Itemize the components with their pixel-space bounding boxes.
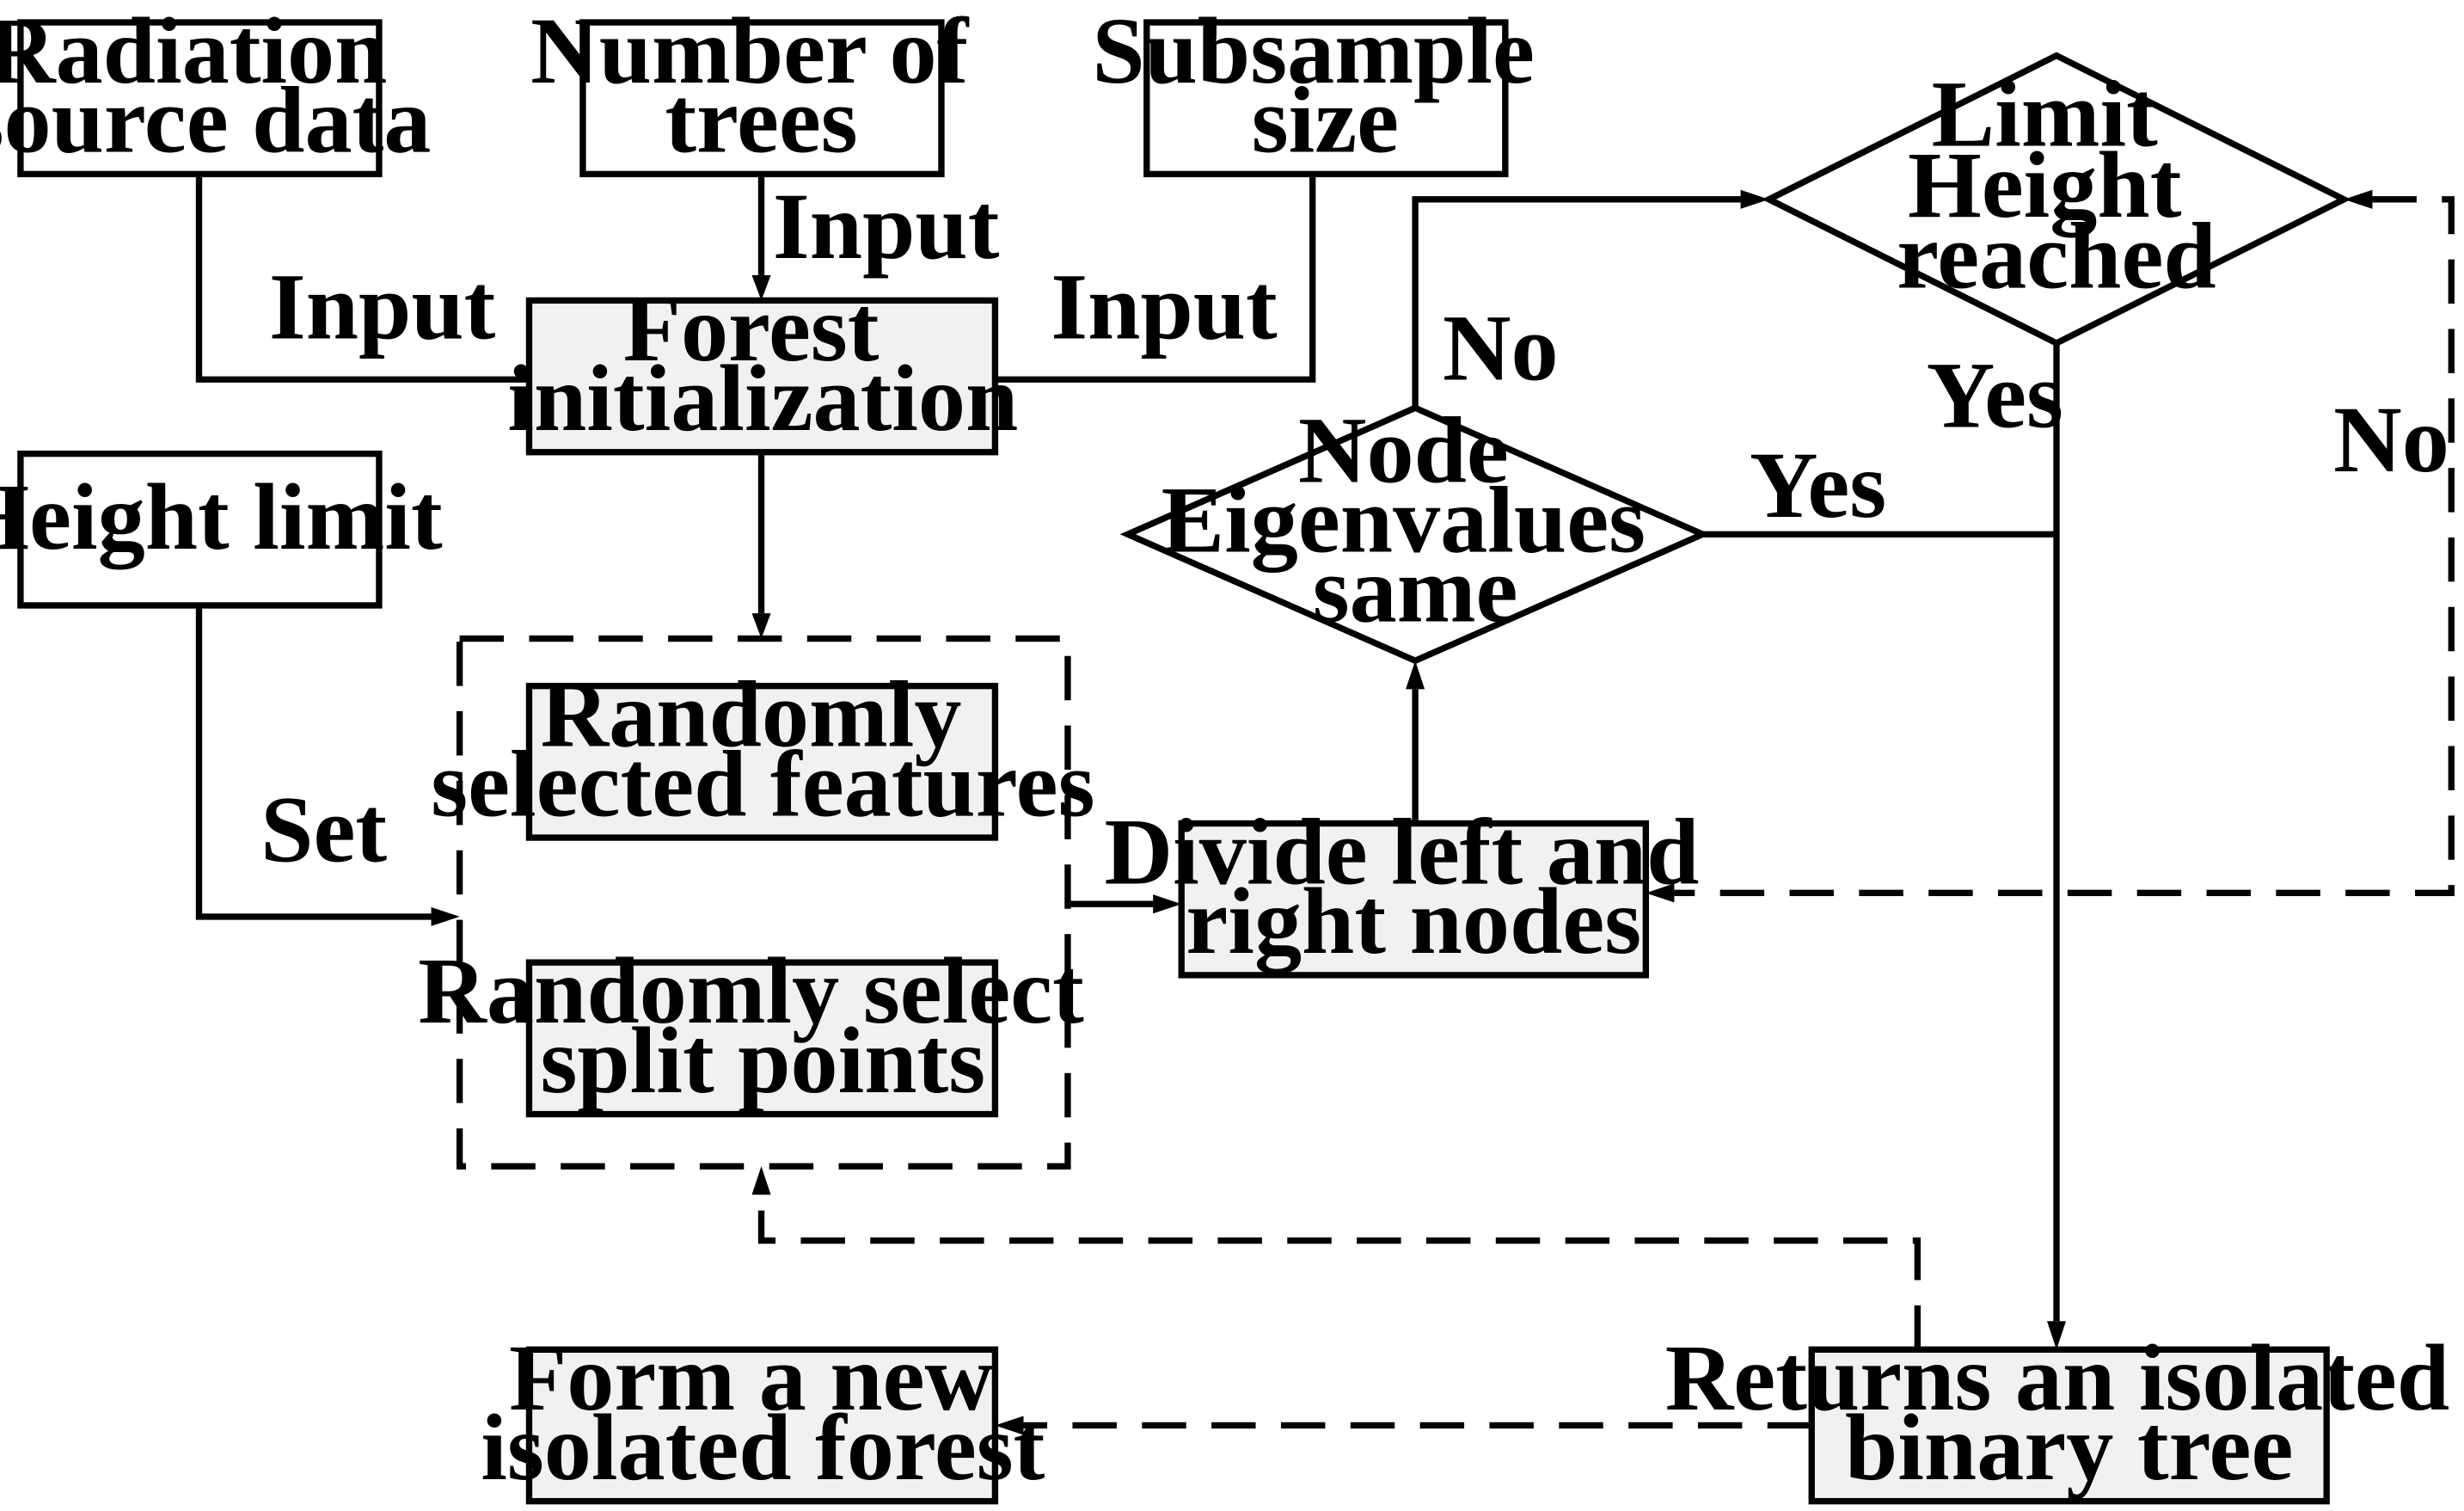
- edge-height-to-group: [195, 605, 432, 920]
- arrowhead-group-to-divide: [1153, 894, 1182, 914]
- svg-text:Randomly select split po: Randomly select split points: [418, 938, 1107, 1113]
- node-randomly-selected-features-line-1: Randomly: [541, 661, 962, 766]
- label-input-radiation: Input: [269, 254, 496, 359]
- node-number-of-trees: Number of trees: [530, 0, 992, 178]
- node-divide-left-right-nodes-line-1: Divide left and: [1105, 799, 1700, 904]
- arrowhead-limit-yes-to-returns: [2046, 1321, 2067, 1350]
- decision-node-eigenvalues-same-line-2: Eigenvalues: [1162, 468, 1646, 573]
- arrowhead-height-to-group: [431, 906, 460, 926]
- node-divide-left-right-nodes: Divide left and right nodes: [1105, 799, 1723, 979]
- svg-text:Randomly selected featur: Randomly selected features: [431, 661, 1094, 836]
- label-no-eigen: No: [1443, 295, 1559, 400]
- node-number-of-trees-line-1: Number of: [530, 0, 970, 103]
- svg-text:Height limit: Height limit: [0, 464, 443, 569]
- edge-subsample-to-forest: [995, 174, 1316, 383]
- decision-node-eigenvalues-same-line-1: Node: [1298, 398, 1509, 503]
- node-randomly-select-split-points-line-2: split points: [541, 1008, 986, 1113]
- node-form-new-isolated-forest: Form a new isolated forest: [481, 1325, 1045, 1505]
- svg-text:Divide left and right no: Divide left and right nodes: [1105, 799, 1723, 974]
- label-yes-eigen: Yes: [1750, 433, 1886, 537]
- node-randomly-selected-features: Randomly selected features: [431, 661, 1094, 841]
- decision-limit-height-reached: Limit Height reached: [1762, 52, 2351, 347]
- node-height-limit-line-1: Height limit: [0, 464, 443, 569]
- node-returns-isolated-binary-tree-line-2: binary tree: [1845, 1395, 2293, 1500]
- label-yes-limit: Yes: [1927, 342, 2063, 447]
- label-set-height: Set: [260, 777, 387, 882]
- decision-node-eigenvalues-same: Node Eigenvalues same: [1119, 398, 1711, 665]
- node-subsample-size: Subsample size: [1092, 0, 1558, 178]
- node-returns-isolated-binary-tree: Returns an isolated binary tree: [1665, 1325, 2464, 1505]
- edge-limit-no-to-divide: [1674, 196, 2455, 897]
- node-radiation-source-data-line-1: Radiation: [0, 0, 387, 103]
- svg-text:Node Eigenvalues s: Node Eigenvalues same: [1162, 398, 1670, 642]
- node-radiation-source-data: Radiation source data: [0, 0, 431, 178]
- node-randomly-select-split-points-line-1: Randomly select: [418, 938, 1084, 1043]
- arrowhead-forest-to-group: [751, 613, 771, 639]
- svg-text:Number of trees: Number of trees: [530, 0, 992, 173]
- arrowhead-returns-to-group: [751, 1166, 771, 1195]
- edge-eigen-no-to-limit: [1412, 196, 1741, 408]
- node-randomly-select-split-points: Randomly select split points: [418, 938, 1107, 1118]
- svg-text:Form a new isolated fore: Form a new isolated forest: [481, 1325, 1045, 1500]
- arrowhead-returns-to-forest: [995, 1416, 1024, 1435]
- arrowhead-limit-no-to-divide: [1646, 883, 1675, 903]
- node-forest-initialization-line-1: Forest: [623, 276, 880, 381]
- decision-limit-height-reached-line-2: Height: [1908, 132, 2182, 237]
- edge-radiation-to-forest: [195, 174, 530, 383]
- node-form-new-isolated-forest-line-1: Form a new: [509, 1325, 993, 1430]
- svg-text:Radiation source data: Radiation source data: [0, 0, 431, 173]
- node-number-of-trees-line-2: trees: [665, 68, 857, 173]
- svg-text:Forest initialization: Forest initialization: [507, 276, 1018, 451]
- node-height-limit: Height limit: [0, 450, 443, 609]
- svg-text:Limit Height reach: Limit Height reached: [1897, 61, 2216, 308]
- label-input-subsample: Input: [1051, 254, 1278, 359]
- edge-returns-to-group: [757, 1195, 1922, 1350]
- label-no-limit: No: [2333, 387, 2449, 492]
- svg-text:Subsample size: Subsample size: [1092, 0, 1558, 173]
- node-randomly-selected-features-line-2: selected features: [431, 731, 1094, 836]
- node-radiation-source-data-line-2: source data: [0, 68, 431, 173]
- node-form-new-isolated-forest-line-2: isolated forest: [481, 1395, 1045, 1500]
- arrowhead-trees-to-forest: [751, 274, 771, 301]
- decision-limit-height-reached-line-1: Limit: [1932, 61, 2159, 166]
- label-input-trees: Input: [773, 174, 1000, 279]
- arrowhead-limit-no-in: [2344, 189, 2373, 209]
- decision-limit-height-reached-line-3: reached: [1897, 204, 2216, 309]
- arrowhead-eigen-no-to-limit: [1740, 189, 1769, 209]
- node-forest-initialization-line-2: initialization: [507, 346, 1018, 451]
- arrowhead-divide-to-eigen: [1406, 660, 1425, 690]
- node-forest-initialization: Forest initialization: [507, 276, 1018, 456]
- node-subsample-size-line-2: size: [1252, 68, 1399, 173]
- node-subsample-size-line-1: Subsample: [1092, 0, 1535, 103]
- node-divide-left-right-nodes-line-2: right nodes: [1186, 869, 1641, 974]
- decision-node-eigenvalues-same-line-3: same: [1313, 537, 1518, 642]
- svg-text:Returns an isolated bina: Returns an isolated binary tree: [1665, 1325, 2464, 1500]
